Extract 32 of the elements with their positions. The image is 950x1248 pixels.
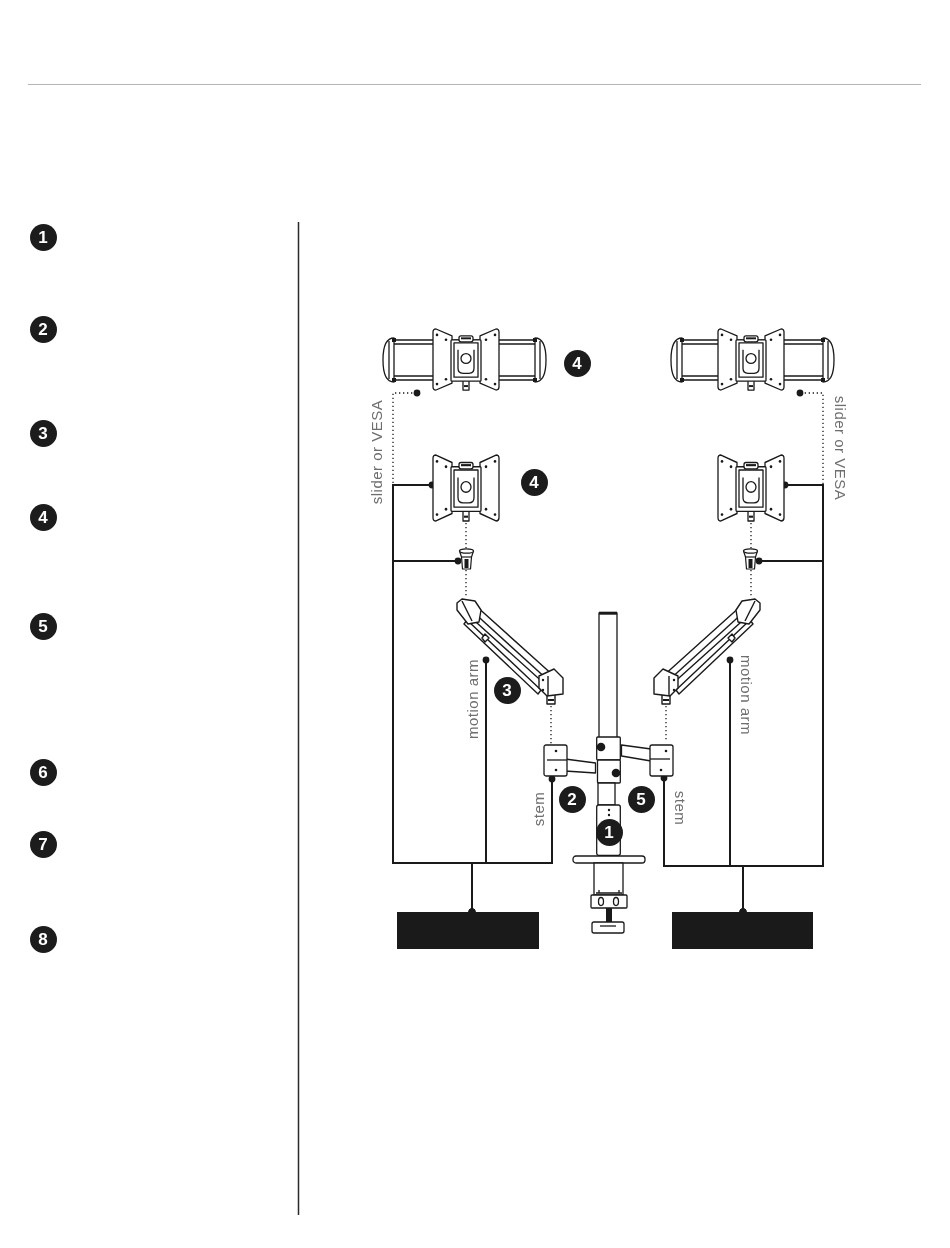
dotted-guide-line — [750, 522, 752, 549]
callout-number: 1 — [29, 223, 57, 251]
callout-number: 2 — [29, 315, 57, 343]
callout-number: 3 — [493, 676, 521, 704]
edge-label: slider or VESA — [369, 399, 385, 505]
edge-label: motion arm — [465, 659, 481, 739]
slider-drawing — [382, 327, 547, 393]
dotted-guide-line — [550, 705, 552, 745]
callout-number: 3 — [29, 419, 57, 447]
callout-number: 5 — [29, 612, 57, 640]
callout-number: 6 — [29, 758, 57, 786]
adapter-drawing — [458, 548, 475, 570]
callout-number: 4 — [520, 468, 548, 496]
callout-number: 8 — [29, 925, 57, 953]
callout-number: 7 — [29, 830, 57, 858]
edge-label: slider or VESA — [832, 395, 848, 501]
swing-link-drawing — [621, 742, 674, 778]
solid-block — [672, 912, 813, 949]
dotted-guide-line — [465, 522, 467, 549]
slider-drawing — [670, 327, 835, 393]
callout-number: 2 — [558, 785, 586, 813]
callout-number: 5 — [627, 785, 655, 813]
callout-number: 4 — [29, 503, 57, 531]
vesa-plate-drawing — [432, 453, 500, 523]
adapter-drawing — [742, 548, 759, 570]
callout-number: 4 — [563, 349, 591, 377]
swing-link-drawing — [543, 744, 596, 779]
vesa-plate-drawing — [717, 453, 785, 523]
edge-label: stem — [672, 790, 688, 826]
edge-label: stem — [531, 791, 547, 827]
solid-block — [397, 912, 539, 949]
edge-label: motion arm — [738, 655, 754, 735]
